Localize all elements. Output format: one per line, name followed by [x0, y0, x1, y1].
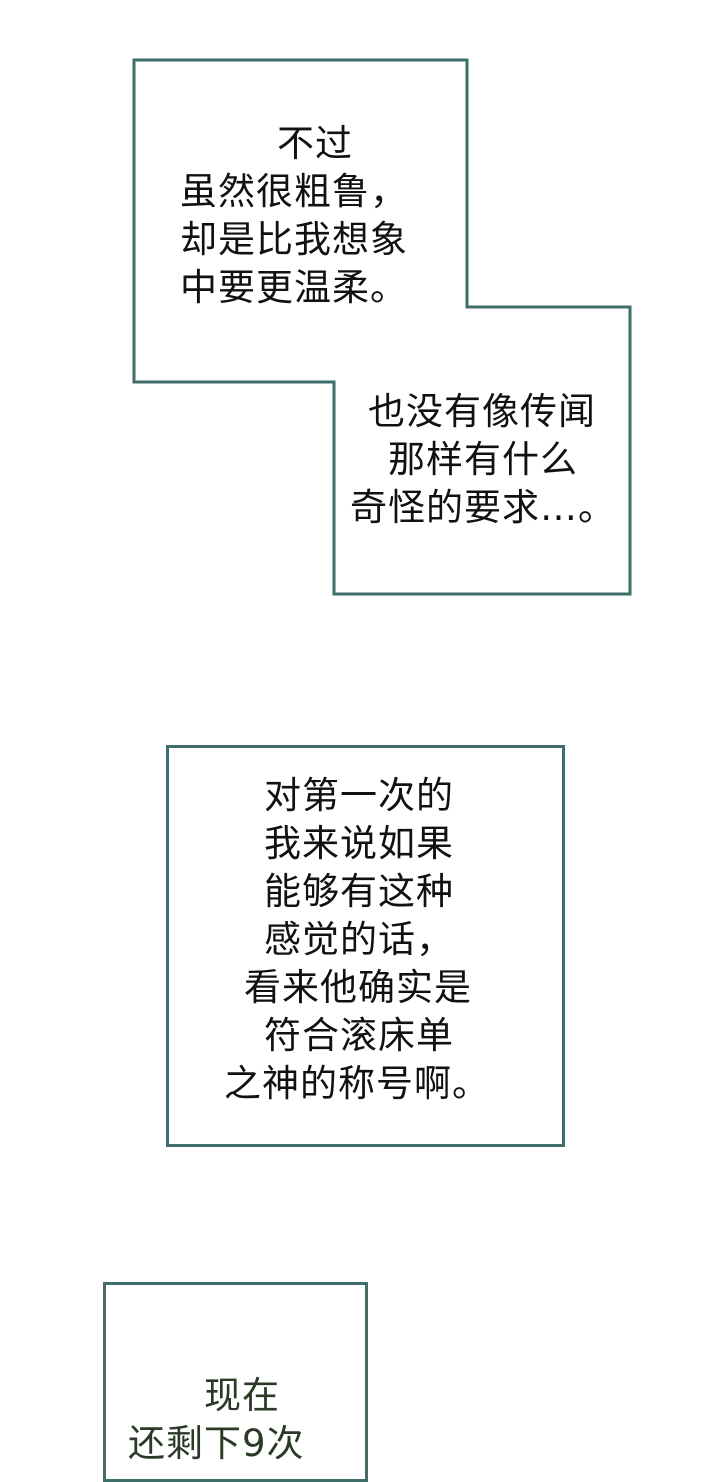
caption-line: 我来说如果: [264, 822, 454, 865]
caption-line: 虽然很粗鲁，: [180, 170, 408, 213]
caption-line: 却是比我想象: [180, 218, 408, 261]
caption-line: 符合滚床单: [264, 1014, 454, 1057]
caption-line: 看来他确实是: [244, 966, 472, 1009]
caption-line: 能够有这种: [264, 870, 454, 913]
caption-line: 奇怪的要求…。: [350, 486, 616, 529]
comic-page: 不过 虽然很粗鲁， 却是比我想象 中要更温柔。 也没有像传闻 那样有什么 奇怪的…: [103, 58, 632, 1482]
caption-box-middle: [166, 745, 565, 1147]
caption-line: 也没有像传闻: [368, 390, 596, 433]
caption-line: 现在: [204, 1374, 280, 1417]
caption-line: 之神的称号啊。: [224, 1062, 490, 1105]
caption-line: 感觉的话，: [264, 918, 454, 961]
caption-line: 不过: [277, 122, 353, 165]
caption-line: 对第一次的: [264, 774, 454, 817]
caption-line: 那样有什么: [388, 438, 578, 481]
caption-line: 中要更温柔。: [180, 266, 408, 309]
caption-line: 还剩下9次: [128, 1422, 305, 1465]
